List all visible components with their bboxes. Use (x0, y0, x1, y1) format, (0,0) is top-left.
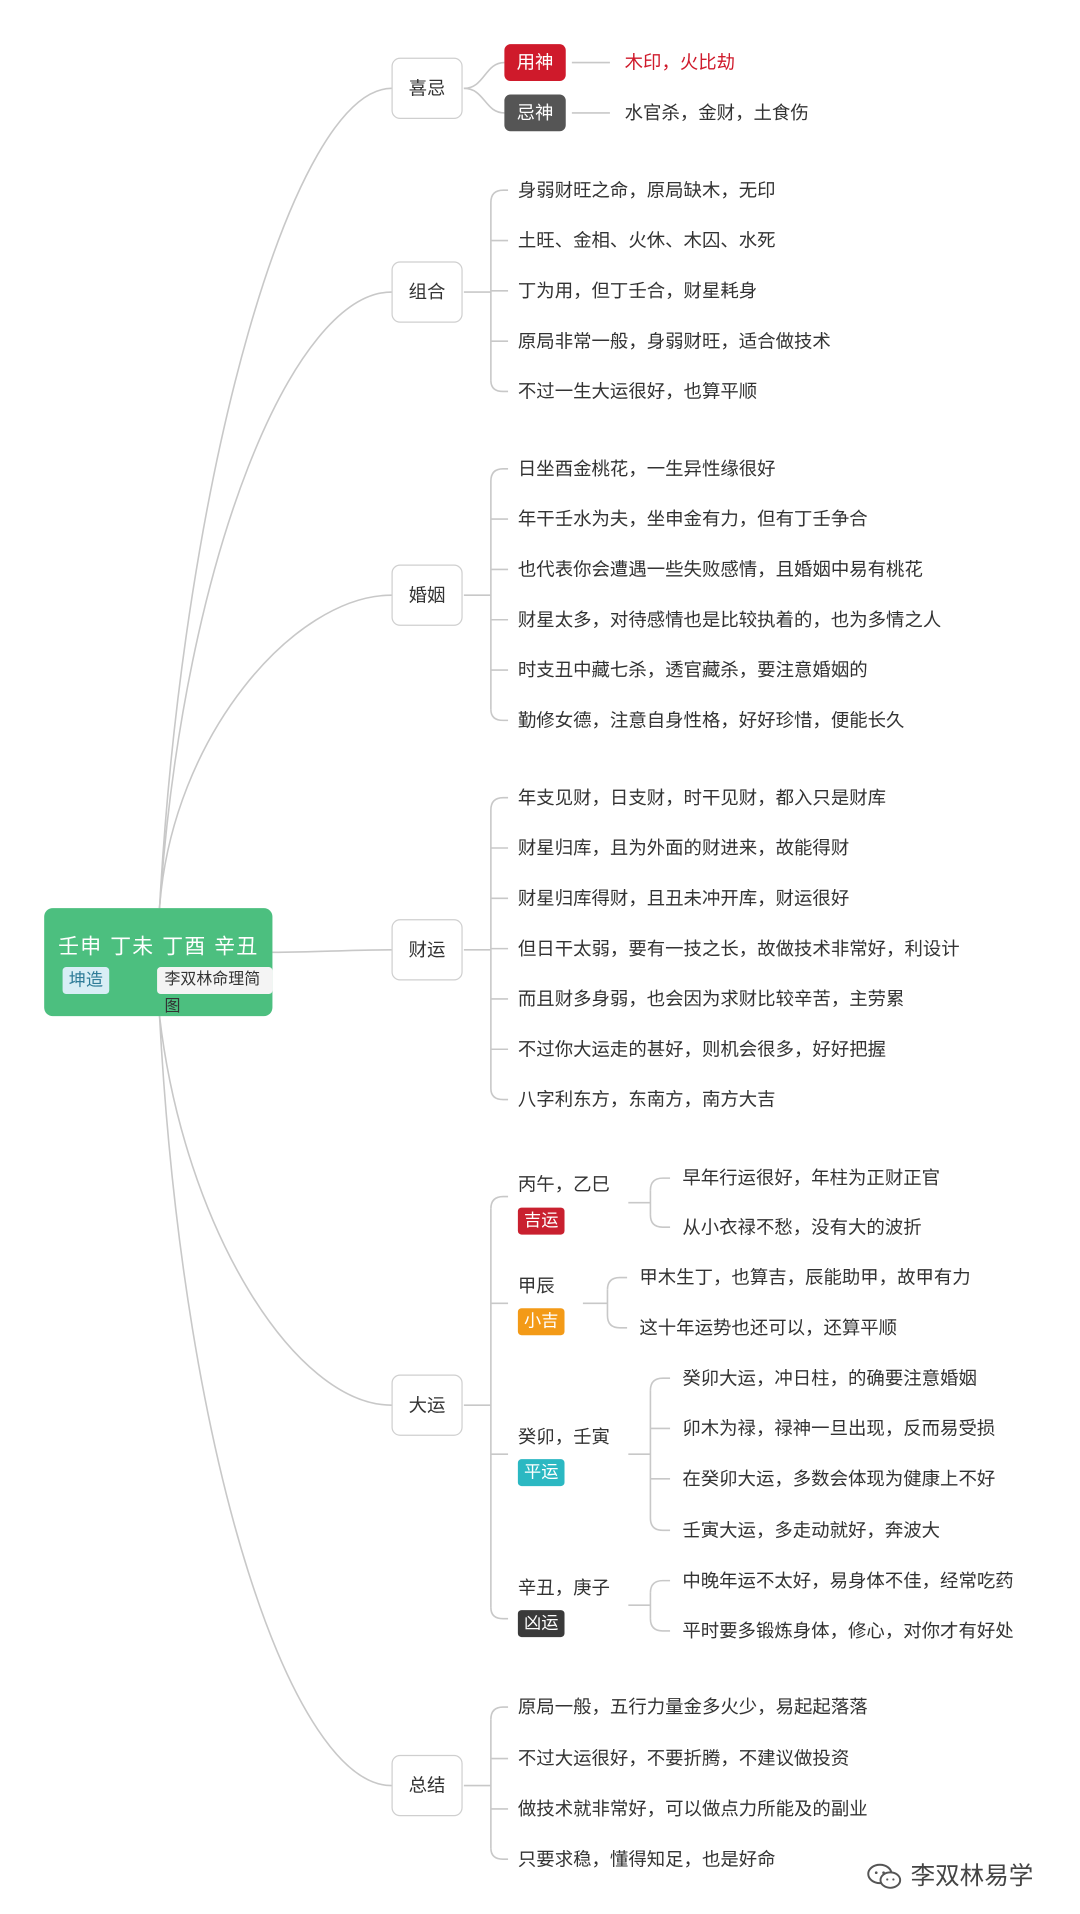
dayun-badge: 凶运 (517, 1610, 565, 1638)
branch-zongjie[interactable]: 总结 (391, 1754, 463, 1817)
dayun-item: 平时要多锻炼身体，修心，对你才有好处 (682, 1619, 1014, 1642)
root-subtitle: 李双林命理简图 (157, 967, 273, 1016)
yongshen-value: 木印，火比劫 (624, 51, 736, 74)
dayun-item: 壬寅大运，多走动就好，奔波大 (682, 1519, 941, 1542)
dayun-badge: 吉运 (517, 1207, 565, 1235)
branch-xiji[interactable]: 喜忌 (391, 57, 463, 120)
wechat-icon (867, 1863, 902, 1889)
dayun-item: 甲木生丁，也算吉，辰能助甲，故甲有力 (639, 1266, 971, 1289)
caiyun-item: 而且财多身弱，也会因为求财比较辛苦，主劳累 (517, 987, 905, 1010)
caiyun-item: 财星归库，且为外面的财进来，故能得财 (517, 836, 850, 860)
hunyin-item: 财星太多，对待感情也是比较执着的，也为多情之人 (517, 608, 942, 631)
dayun-period-name: 甲辰 (517, 1275, 555, 1298)
zongjie-item: 做技术就非常好，可以做点力所能及的副业 (517, 1797, 868, 1820)
caiyun-item: 年支见财，日支财，时干见财，都入只是财库 (517, 786, 887, 809)
zuhe-item: 土旺、金相、火休、木囚、水死 (517, 229, 776, 252)
zongjie-item: 只要求稳，懂得知足，也是好命 (517, 1848, 776, 1871)
jishen-pill[interactable]: 忌神 (504, 94, 566, 132)
hunyin-item: 日坐酉金桃花，一生异性缘很好 (517, 457, 776, 480)
hunyin-item: 时支丑中藏七杀，透官藏杀，要注意婚姻的 (517, 659, 868, 682)
dayun-item: 中晚年运不太好，易身体不佳，经常吃药 (682, 1569, 1014, 1592)
dayun-period-name: 辛丑，庚子 (517, 1576, 610, 1600)
dayun-item: 卯木为禄，禄神一旦出现，反而易受损 (682, 1417, 996, 1440)
watermark-text: 李双林易学 (910, 1860, 1034, 1890)
dayun-item: 早年行运很好，年柱为正财正官 (682, 1167, 941, 1190)
branch-hunyin[interactable]: 婚姻 (391, 564, 463, 626)
zuhe-item: 原局非常一般，身弱财旺，适合做技术 (517, 330, 831, 353)
dayun-period-name: 丙午，乙巳 (517, 1173, 610, 1196)
root-tag: 坤造 (62, 967, 110, 995)
branch-zuhe[interactable]: 组合 (391, 261, 463, 323)
zuhe-item: 身弱财旺之命，原局缺木，无印 (517, 179, 776, 202)
branch-dayun[interactable]: 大运 (391, 1374, 463, 1436)
caiyun-item: 但日干太弱，要有一技之长，故做技术非常好，利设计 (517, 937, 960, 960)
zuhe-item: 不过一生大运很好，也算平顺 (517, 380, 758, 403)
hunyin-item: 年干壬水为夫，坐申金有力，但有丁壬争合 (517, 508, 868, 531)
dayun-badge: 小吉 (517, 1308, 565, 1336)
dayun-item: 这十年运势也还可以，还算平顺 (639, 1316, 898, 1339)
zongjie-item: 原局一般，五行力量金多火少，易起起落落 (517, 1695, 868, 1719)
dayun-item: 癸卯大运，冲日柱，的确要注意婚姻 (682, 1367, 977, 1390)
jishen-value: 水官杀，金财，土食伤 (624, 101, 809, 124)
hunyin-item: 也代表你会遭遇一些失败感情，且婚姻中易有桃花 (517, 558, 923, 581)
dayun-period-name: 癸卯，壬寅 (517, 1426, 610, 1449)
root-node[interactable]: 壬申 丁未 丁酉 辛丑 坤造 李双林命理简图 (44, 908, 273, 1017)
dayun-item: 从小衣禄不愁，没有大的波折 (682, 1216, 922, 1239)
root-title: 壬申 丁未 丁酉 辛丑 (58, 935, 259, 960)
branch-caiyun[interactable]: 财运 (391, 919, 463, 981)
yongshen-pill[interactable]: 用神 (504, 44, 566, 81)
dayun-item: 在癸卯大运，多数会体现为健康上不好 (682, 1467, 996, 1490)
caiyun-item: 八字利东方，东南方，南方大吉 (517, 1088, 776, 1111)
dayun-badge: 平运 (517, 1459, 565, 1487)
caiyun-item: 不过你大运走的甚好，则机会很多，好好把握 (517, 1038, 887, 1061)
caiyun-item: 财星归库得财，且丑未冲开库，财运很好 (517, 887, 850, 910)
zuhe-item: 丁为用，但丁壬合，财星耗身 (517, 279, 758, 302)
zongjie-item: 不过大运很好，不要折腾，不建议做投资 (517, 1747, 850, 1770)
hunyin-item: 勤修女德，注意自身性格，好好珍惜，便能长久 (517, 709, 905, 732)
